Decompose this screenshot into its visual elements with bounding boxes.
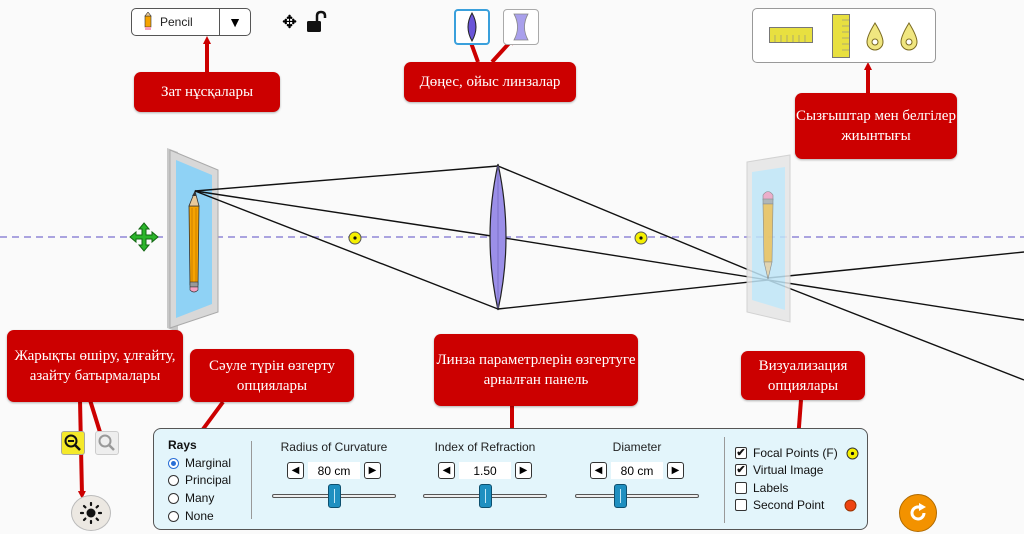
labels-checkbox-row[interactable]: Labels	[735, 481, 788, 495]
radius-decrement-button[interactable]: ◀	[287, 462, 304, 479]
convex-lens-button[interactable]	[454, 9, 490, 45]
object-selector-label: Pencil	[160, 15, 193, 29]
diameter-decrement-button[interactable]: ◀	[590, 462, 607, 479]
checkbox[interactable]: ✔	[735, 447, 747, 459]
zoom-in-icon	[98, 434, 115, 451]
index-slider[interactable]	[423, 484, 547, 508]
focal-point-left[interactable]	[348, 231, 362, 245]
reset-icon	[910, 503, 926, 521]
diameter-control: Diameter ◀ 80 cm ▶	[562, 440, 712, 508]
radius-title: Radius of Curvature	[280, 440, 388, 454]
zoom-out-button[interactable]	[61, 431, 85, 455]
callout-lenses: Дөңес, ойыс линзалар	[404, 62, 576, 102]
diameter-title: Diameter	[612, 440, 662, 454]
unlocked-padlock-icon[interactable]	[305, 10, 327, 39]
checkbox[interactable]	[735, 482, 747, 494]
virtual-image-checkbox-row[interactable]: ✔ Virtual Image	[735, 463, 824, 477]
concave-lens-button[interactable]	[503, 9, 539, 45]
virtual-pencil-image	[762, 191, 774, 280]
radius-value[interactable]: 80 cm	[308, 462, 360, 479]
ray-option-many[interactable]: Many	[168, 491, 214, 505]
checkbox[interactable]	[735, 499, 747, 511]
control-panel: Rays Marginal Principal Many None Radius…	[153, 428, 868, 530]
pencil-object[interactable]	[188, 189, 200, 293]
reset-button[interactable]	[899, 494, 937, 532]
radio-button[interactable]	[168, 474, 179, 486]
index-title: Index of Refraction	[434, 440, 536, 454]
marker-icon[interactable]	[900, 22, 918, 52]
move-handle-icon[interactable]	[129, 222, 159, 252]
radio-button[interactable]	[168, 510, 179, 522]
ray-option-none[interactable]: None	[168, 509, 214, 523]
callout-visualization: Визуализация опциялары	[741, 351, 865, 400]
light-rays	[194, 165, 1024, 381]
measurement-toolbox	[752, 8, 936, 63]
radius-slider[interactable]	[272, 484, 396, 508]
callout-rulers: Сызғыштар мен белгілер жиынтығы	[795, 93, 957, 159]
sun-icon	[80, 502, 102, 524]
index-increment-button[interactable]: ▶	[515, 462, 532, 479]
ray-option-principal[interactable]: Principal	[168, 473, 231, 487]
light-toggle-button[interactable]	[71, 495, 111, 531]
diameter-value[interactable]: 80 cm	[611, 462, 663, 479]
zoom-out-icon	[64, 434, 81, 451]
slider-thumb[interactable]	[478, 484, 492, 508]
index-control: Index of Refraction ◀ 1.50 ▶	[410, 440, 560, 508]
radio-button[interactable]	[168, 457, 179, 469]
divider	[251, 441, 252, 519]
marker-icon[interactable]	[866, 22, 884, 52]
convex-lens-icon	[467, 12, 477, 42]
focal-point-legend-icon	[846, 447, 859, 459]
radius-control: Radius of Curvature ◀ 80 cm ▶	[259, 440, 409, 508]
concave-lens-icon	[513, 13, 529, 41]
focal-point-right[interactable]	[634, 231, 648, 245]
callout-lens-params: Линза параметрлерін өзгертуге арналған п…	[434, 334, 638, 406]
diameter-increment-button[interactable]: ▶	[667, 462, 684, 479]
diameter-slider[interactable]	[575, 484, 699, 508]
focal-points-checkbox-row[interactable]: ✔ Focal Points (F)	[735, 446, 859, 460]
slider-thumb[interactable]	[613, 484, 627, 508]
move-arrows-icon[interactable]: ✥	[282, 12, 298, 32]
triangle-down-icon[interactable]: ▼	[219, 9, 250, 35]
zoom-in-button[interactable]	[95, 431, 119, 455]
slider-thumb[interactable]	[327, 484, 341, 508]
checkbox[interactable]: ✔	[735, 464, 747, 476]
callout-object-options: Зат нұсқалары	[134, 72, 280, 112]
pencil-icon	[144, 11, 152, 33]
slider-track	[575, 494, 699, 498]
radio-button[interactable]	[168, 492, 179, 504]
index-decrement-button[interactable]: ◀	[438, 462, 455, 479]
vertical-ruler-icon[interactable]	[832, 14, 850, 58]
second-point-checkbox-row[interactable]: Second Point	[735, 498, 857, 512]
divider	[724, 437, 725, 523]
second-point-legend-icon	[844, 499, 857, 511]
callout-ray-options: Сәуле түрін өзгерту опциялары	[190, 349, 354, 402]
radius-increment-button[interactable]: ▶	[364, 462, 381, 479]
object-selector[interactable]: Pencil ▼	[131, 8, 251, 36]
index-value[interactable]: 1.50	[459, 462, 511, 479]
callout-light-buttons: Жарықты өшіру, ұлғайту, азайту батырмала…	[7, 330, 183, 402]
ray-option-marginal[interactable]: Marginal	[168, 456, 231, 470]
horizontal-ruler-icon[interactable]	[769, 27, 813, 43]
rays-title: Rays	[168, 438, 197, 452]
